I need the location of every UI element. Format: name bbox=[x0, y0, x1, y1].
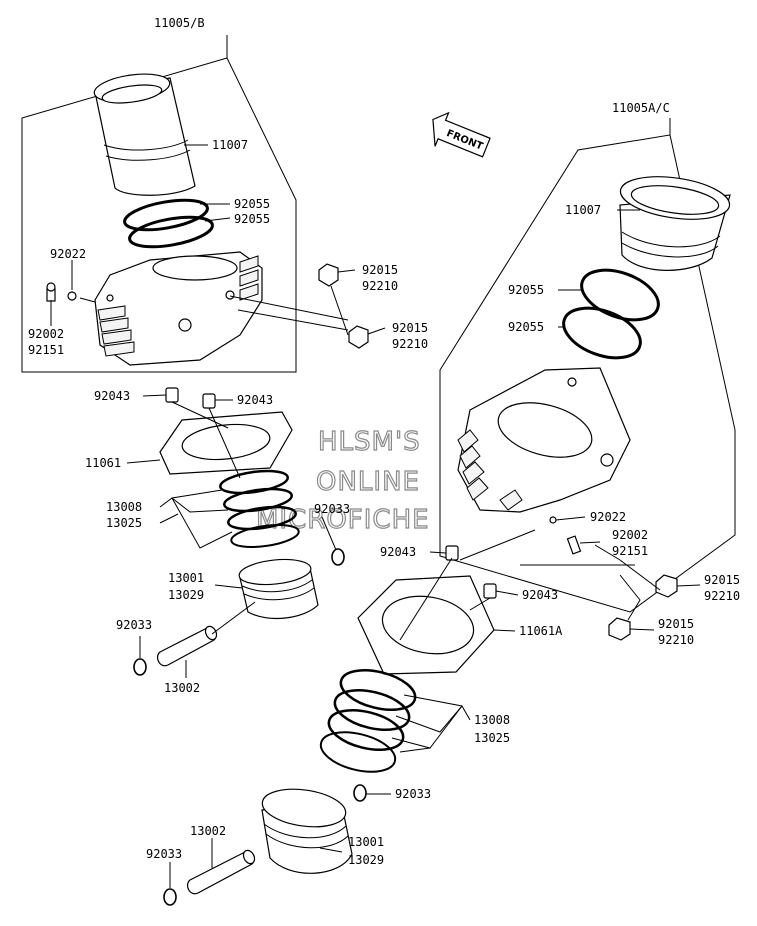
label-92015-left-b: 92015 bbox=[392, 321, 428, 335]
right-piston-pin bbox=[186, 849, 256, 895]
label-92043-right-a: 92043 bbox=[380, 545, 416, 559]
left-cylinder-sleeve bbox=[93, 73, 196, 196]
right-circlips bbox=[163, 784, 367, 906]
label-92022-left: 92022 bbox=[50, 247, 86, 261]
label-92002-left: 92002 bbox=[28, 327, 64, 341]
watermark-line-2: ONLINE bbox=[316, 467, 420, 497]
label-13002-left: 13002 bbox=[164, 681, 200, 695]
label-92015-left-a: 92015 bbox=[362, 263, 398, 277]
left-piston bbox=[238, 558, 319, 620]
label-13001-right: 13001 bbox=[348, 835, 384, 849]
label-11007-right: 11007 bbox=[565, 203, 601, 217]
label-11061a: 11061A bbox=[519, 624, 563, 638]
label-92210-left-a: 92210 bbox=[362, 279, 398, 293]
front-arrow-icon: FRONT bbox=[432, 111, 491, 158]
label-92043-right-b: 92043 bbox=[522, 588, 558, 602]
label-13008-left: 13008 bbox=[106, 500, 142, 514]
watermark-line-1: HLSM'S bbox=[318, 427, 421, 457]
right-assembly-frame bbox=[439, 118, 736, 613]
left-o-rings bbox=[123, 198, 214, 249]
nut-92015-lower-left bbox=[348, 325, 369, 349]
label-13002-right: 13002 bbox=[190, 824, 226, 838]
label-92043-left-a: 92043 bbox=[94, 389, 130, 403]
label-92015-right-a: 92015 bbox=[704, 573, 740, 587]
label-92002-right: 92002 bbox=[612, 528, 648, 542]
left-dowel-pins bbox=[165, 387, 216, 409]
label-92033-right-a: 92033 bbox=[395, 787, 431, 801]
label-92033-left-b: 92033 bbox=[116, 618, 152, 632]
label-13029-left: 13029 bbox=[168, 588, 204, 602]
label-13008-right: 13008 bbox=[474, 713, 510, 727]
left-piston-rings bbox=[219, 469, 300, 548]
left-small-hardware bbox=[46, 263, 369, 349]
label-92033-left-a: 92033 bbox=[314, 502, 350, 516]
right-cylinder-sleeve bbox=[619, 176, 731, 271]
label-13025-right: 13025 bbox=[474, 731, 510, 745]
label-92151-left: 92151 bbox=[28, 343, 64, 357]
right-o-rings bbox=[562, 268, 660, 360]
label-92043-left-b: 92043 bbox=[237, 393, 273, 407]
label-assembly-11005-b: 11005/B bbox=[154, 16, 205, 30]
nut-92015-upper-right bbox=[655, 574, 678, 598]
label-92033-right-b: 92033 bbox=[146, 847, 182, 861]
label-11061: 11061 bbox=[85, 456, 121, 470]
right-cylinder-gasket bbox=[357, 575, 495, 675]
right-dowel-pins bbox=[445, 545, 497, 599]
left-cylinder-gasket bbox=[159, 411, 293, 475]
label-11007-left: 11007 bbox=[212, 138, 248, 152]
nut-92015-upper-left bbox=[318, 263, 339, 287]
label-92055-right-a: 92055 bbox=[508, 283, 544, 297]
right-piston bbox=[261, 788, 353, 874]
right-cylinder-block bbox=[457, 367, 631, 513]
washer-92022-left bbox=[67, 291, 77, 301]
label-92055-left-a: 92055 bbox=[234, 197, 270, 211]
label-13001-left: 13001 bbox=[168, 571, 204, 585]
washer-92022-right bbox=[549, 516, 557, 524]
label-92210-right-a: 92210 bbox=[704, 589, 740, 603]
left-piston-pin bbox=[156, 625, 218, 667]
watermark-line-3: MICROFICHE bbox=[256, 505, 430, 535]
label-92151-right: 92151 bbox=[612, 544, 648, 558]
label-92055-right-b: 92055 bbox=[508, 320, 544, 334]
label-assembly-11005a-c: 11005A/C bbox=[612, 101, 670, 115]
label-13029-right: 13029 bbox=[348, 853, 384, 867]
leader-lines bbox=[50, 144, 701, 888]
left-circlips bbox=[133, 548, 345, 676]
bolt-92002-right bbox=[566, 535, 582, 555]
part-labels: 11005/B 11007 92055 92055 92022 92002 92… bbox=[28, 16, 740, 867]
label-92055-left-b: 92055 bbox=[234, 212, 270, 226]
label-92015-right-b: 92015 bbox=[658, 617, 694, 631]
label-92022-right: 92022 bbox=[590, 510, 626, 524]
label-13025-left: 13025 bbox=[106, 516, 142, 530]
left-assembly-frame bbox=[21, 35, 297, 373]
nut-92015-lower-right bbox=[608, 617, 631, 641]
right-piston-rings bbox=[319, 669, 417, 773]
label-92210-right-b: 92210 bbox=[658, 633, 694, 647]
label-92210-left-b: 92210 bbox=[392, 337, 428, 351]
left-cylinder-block bbox=[94, 251, 263, 366]
right-small-hardware bbox=[549, 516, 678, 641]
watermark: HLSM'S ONLINE MICROFICHE bbox=[255, 426, 430, 535]
